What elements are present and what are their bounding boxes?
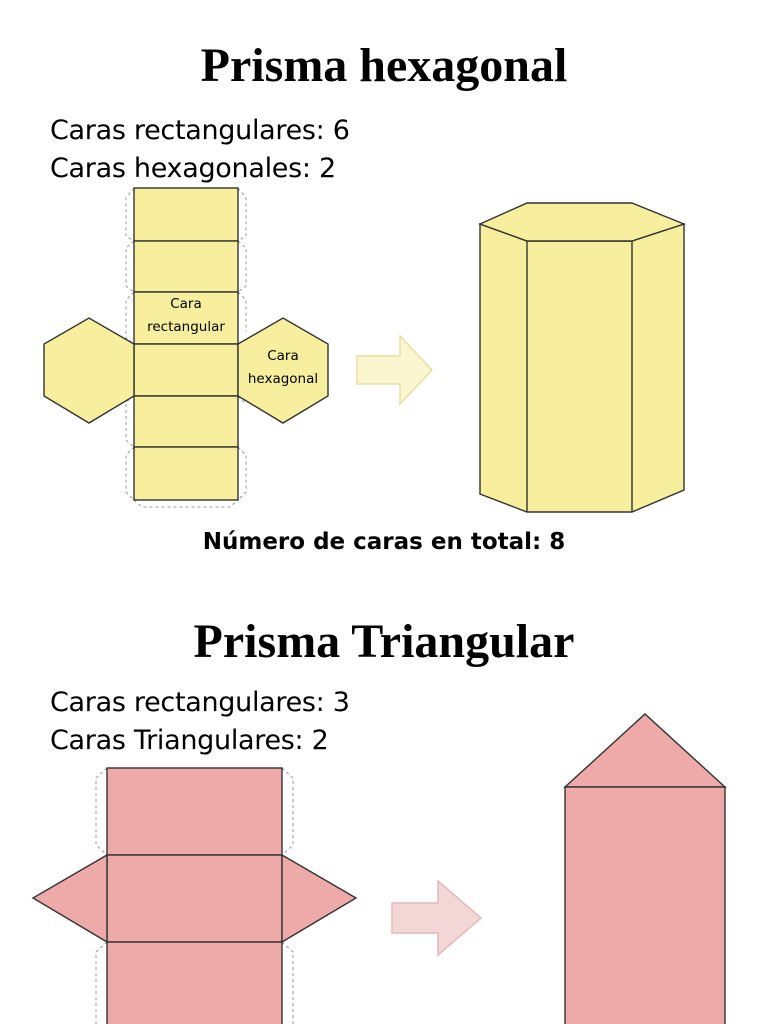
triangular-face-counts: Caras rectangulares: 3 Caras Triangulare… [50,684,350,760]
tri-prism-top-face [563,713,727,788]
hex-face-right [237,317,329,424]
hex-face-left [43,317,135,424]
triangular-prism-3d [563,713,727,1024]
triangular-rect-faces: Caras rectangulares: 3 [50,687,350,718]
triangular-tri-faces: Caras Triangulares: 2 [50,725,329,756]
hexagonal-prism-net [43,187,329,508]
hexagonal-arrow-icon [356,334,434,406]
rect-face-5 [133,395,239,448]
hexagonal-total-faces: Número de caras en total: 8 [202,529,566,555]
tri-prism-body [564,786,726,1024]
hex-prism-top-face [478,202,687,242]
hex-prism-body [479,223,685,513]
rect-face-4 [133,343,239,397]
hexagonal-title: Prisma hexagonal [200,39,568,92]
tri-rect-face-1 [106,767,283,856]
rect-face-label-line2: rectangular [147,319,225,335]
rect-face-6 [133,446,239,501]
hexagonal-prism-3d [478,202,687,513]
hexagonal-rect-faces: Caras rectangulares: 6 [50,115,350,146]
rect-face-label-line1: Cara [170,296,202,312]
hex-face-label-line2: hexagonal [248,371,318,387]
triangular-title: Prisma Triangular [193,615,575,668]
tri-rect-face-3 [106,941,283,1024]
tri-net-glue-tabs [95,767,294,1024]
rect-face-2 [133,240,239,293]
rect-face-1 [133,187,239,242]
hexagonal-hex-faces: Caras hexagonales: 2 [50,153,336,184]
tri-face-left [31,853,108,944]
hex-face-label-line1: Cara [267,348,299,364]
triangular-arrow-icon [391,879,483,957]
tri-rect-face-2 [106,854,283,943]
hexagonal-face-counts: Caras rectangulares: 6 Caras hexagonales… [50,112,350,188]
triangular-prism-net [31,767,358,1024]
tri-face-right [281,853,358,944]
